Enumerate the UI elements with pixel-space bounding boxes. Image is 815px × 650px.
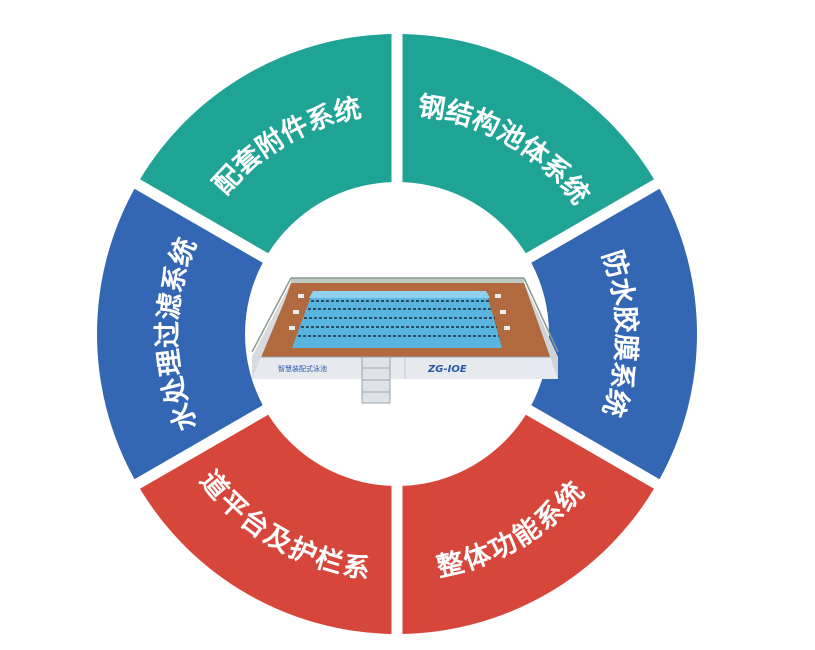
ring-segment-overall-function <box>402 414 655 634</box>
ring-segment-accessories <box>139 34 392 254</box>
ring-segment-walkway-railing <box>139 414 392 634</box>
ring-segment-steel-pool <box>402 34 655 254</box>
brand-right-text: ZG-IOE <box>427 364 467 375</box>
brand-left-text: 智慧装配式泳池 <box>278 364 327 373</box>
ring-segment-water-filtration <box>96 188 263 480</box>
ring-segment-waterproof-membrane <box>531 188 697 480</box>
pool-illustration: 智慧装配式泳池 ZG-IOE <box>251 277 559 404</box>
